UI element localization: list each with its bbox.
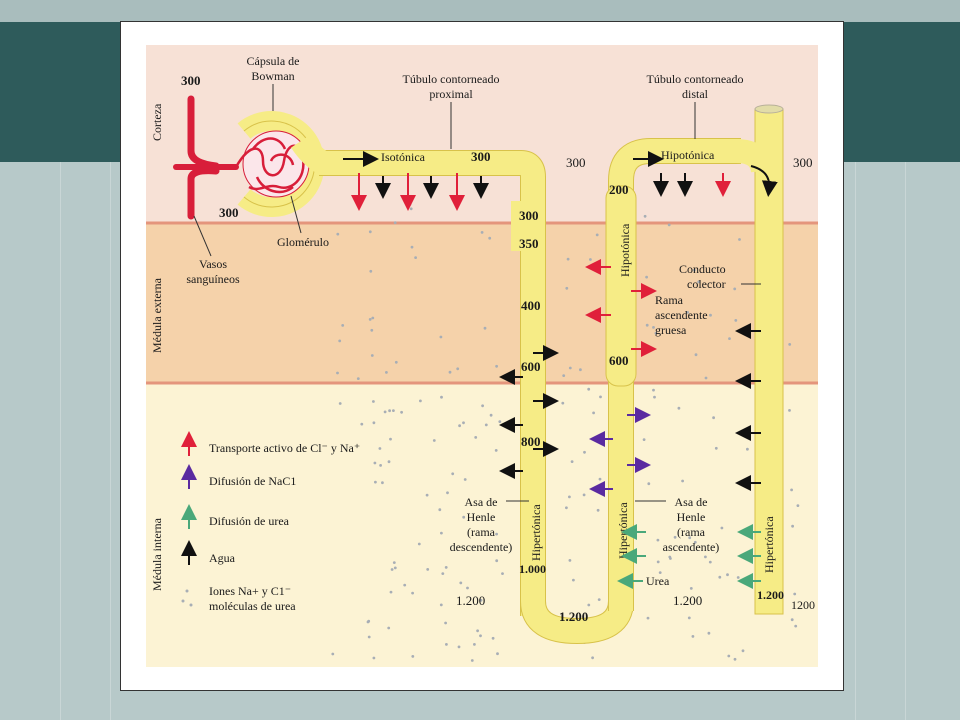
label-bowman: Cápsula de bbox=[247, 54, 300, 68]
blood-vessels bbox=[173, 95, 239, 220]
inner-medulla-zone bbox=[146, 383, 818, 667]
label-henle-desc: Asa de bbox=[465, 495, 498, 509]
label-hypotonic-vertical: Hipotónica bbox=[618, 223, 632, 277]
legend: Transporte activo de Cl⁻ y Na⁺ Difusión … bbox=[181, 431, 360, 613]
background-line bbox=[60, 162, 61, 720]
osmolarity-value: 300 bbox=[219, 205, 239, 220]
label-proximal-2: proximal bbox=[429, 87, 473, 101]
legend-dots-label: Iones Na+ y C1⁻ bbox=[209, 584, 291, 598]
outer-medulla-zone bbox=[146, 223, 818, 383]
collecting-duct bbox=[735, 104, 784, 615]
label-henle-desc-2: Henle bbox=[467, 510, 496, 524]
label-henle-desc-4: descendente) bbox=[450, 540, 513, 554]
osmolarity-value: 600 bbox=[609, 353, 629, 368]
osmolarity-value: 200 bbox=[609, 182, 629, 197]
label-thick-ascending: Rama bbox=[655, 293, 684, 307]
legend-dots-label-2: moléculas de urea bbox=[209, 599, 296, 613]
osmolarity-value: 300 bbox=[519, 208, 539, 223]
osmolarity-value: 1.000 bbox=[519, 562, 546, 576]
osmolarity-value: 1.200 bbox=[757, 588, 784, 602]
label-distal-2: distal bbox=[682, 87, 709, 101]
label-henle-asc-3: (rama bbox=[677, 525, 706, 539]
osmolarity-value: 300 bbox=[793, 155, 813, 170]
osmolarity-value: 1.200 bbox=[456, 593, 485, 608]
legend-item: Difusión de NaC1 bbox=[209, 474, 296, 488]
label-glomerulus: Glomérulo bbox=[277, 235, 329, 249]
label-collecting-2: colector bbox=[687, 277, 726, 291]
osmolarity-value: 300 bbox=[566, 155, 586, 170]
osmolarity-value: 1.200 bbox=[559, 609, 588, 624]
label-hypertonic-asc: Hipertónica bbox=[616, 502, 630, 559]
label-henle-desc-3: (rama bbox=[467, 525, 496, 539]
label-hypotonic: Hipotónica bbox=[661, 148, 715, 162]
osmolarity-value: 800 bbox=[521, 434, 541, 449]
nephron-diagram: Corteza Médula externa Médula interna bbox=[146, 45, 818, 667]
osmolarity-value: 1200 bbox=[791, 598, 815, 612]
osmolarity-value: 400 bbox=[521, 298, 541, 313]
label-henle-asc-2: Henle bbox=[677, 510, 706, 524]
label-hypertonic-collect: Hipertónica bbox=[762, 516, 776, 573]
ion-dots bbox=[331, 203, 800, 662]
label-distal: Túbulo contorneado bbox=[647, 72, 744, 86]
osmolarity-value: 350 bbox=[519, 236, 539, 251]
label-vessels-2: sanguíneos bbox=[186, 272, 240, 286]
zone-label-cortex: Corteza bbox=[150, 103, 164, 141]
osmolarity-value: 300 bbox=[181, 73, 201, 88]
osmolarity-value: 1.200 bbox=[673, 593, 702, 608]
legend-item: Transporte activo de Cl⁻ y Na⁺ bbox=[209, 441, 360, 455]
label-henle-asc-4: ascendente) bbox=[663, 540, 720, 554]
label-proximal: Túbulo contorneado bbox=[403, 72, 500, 86]
background-top-band bbox=[0, 0, 960, 22]
osmolarity-value: 300 bbox=[471, 149, 491, 164]
label-isotonic: Isotónica bbox=[381, 150, 426, 164]
label-henle-asc: Asa de bbox=[675, 495, 708, 509]
legend-item: Difusión de urea bbox=[209, 514, 290, 528]
legend-item: Agua bbox=[209, 551, 236, 565]
label-thick-ascending-2: ascendente bbox=[655, 308, 708, 322]
label-thick-ascending-3: gruesa bbox=[655, 323, 687, 337]
background-line bbox=[110, 162, 111, 720]
slide-frame: Corteza Médula externa Médula interna bbox=[120, 21, 844, 691]
label-vessels: Vasos bbox=[199, 257, 227, 271]
label-bowman-2: Bowman bbox=[251, 69, 294, 83]
background-line bbox=[905, 162, 906, 720]
osmolarity-value: 600 bbox=[521, 359, 541, 374]
thick-ascending-limb bbox=[605, 185, 637, 387]
transport-arrows bbox=[343, 151, 778, 589]
label-hypertonic-desc: Hipertónica bbox=[529, 504, 543, 561]
background-line bbox=[855, 162, 856, 720]
label-urea: Urea bbox=[646, 574, 670, 588]
zone-label-outer-medulla: Médula externa bbox=[150, 277, 164, 353]
zone-label-inner-medulla: Médula interna bbox=[150, 517, 164, 591]
label-collecting: Conducto bbox=[679, 262, 726, 276]
